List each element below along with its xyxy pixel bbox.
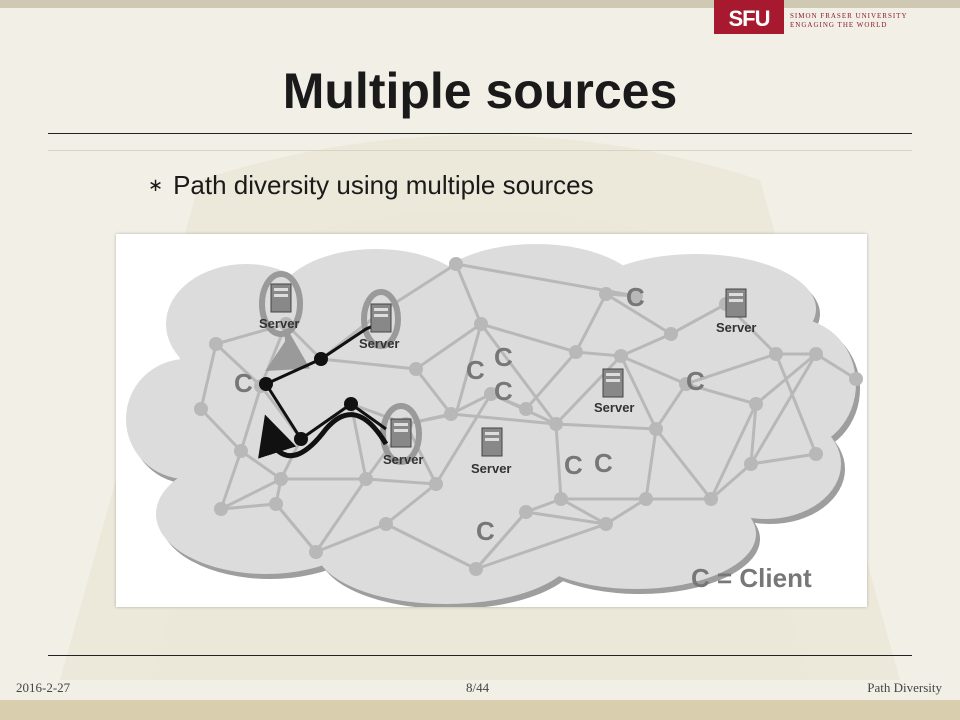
cloud — [126, 244, 860, 607]
server-icon: Server — [259, 283, 299, 331]
server-icon: Server — [594, 368, 634, 415]
legend-text: C = Client — [691, 563, 812, 593]
title-rule-light — [48, 150, 912, 151]
slide-title: Multiple sources — [282, 63, 678, 119]
footer-page-number: 8/44 — [466, 680, 490, 695]
client-label: C — [564, 450, 583, 480]
client-label: C — [494, 376, 513, 406]
client-label: C — [476, 516, 495, 546]
bullet-item: ∗ Path diversity using multiple sources — [148, 170, 594, 201]
footer-topic: Path Diversity — [867, 680, 942, 695]
client-label: C — [234, 368, 253, 398]
server-nodes: Server Server Server Server Server — [259, 283, 756, 476]
server-icon: Server — [383, 418, 423, 467]
server-icon: Server — [716, 288, 756, 335]
server-label: Server — [716, 320, 756, 335]
server-label: Server — [359, 336, 399, 351]
server-icon: Server — [359, 303, 399, 351]
network-diagram: Server Server Server Server Server — [126, 244, 863, 607]
title-rule — [48, 133, 912, 134]
bottom-bar — [0, 700, 960, 720]
client-label: C — [466, 355, 485, 385]
client-label: C — [686, 366, 705, 396]
top-bar — [0, 0, 960, 8]
server-label: Server — [259, 316, 299, 331]
server-label: Server — [594, 400, 634, 415]
client-label: C — [626, 282, 645, 312]
footer-date: 2016-2-27 — [16, 680, 71, 695]
footer-rule — [48, 655, 912, 656]
sfu-logo-subtitle: SIMON FRASER UNIVERSITY ENGAGING THE WOR… — [790, 12, 908, 29]
server-icon: Server — [471, 427, 511, 476]
bullet-text: Path diversity using multiple sources — [173, 170, 594, 200]
network-figure: Server Server Server Server Server — [116, 234, 867, 607]
sfu-logo: SFU — [714, 0, 784, 34]
bullet-star-icon: ∗ — [148, 175, 164, 195]
client-label: C — [494, 342, 513, 372]
client-label: C — [594, 448, 613, 478]
client-labels: C C C C C C C C C — [234, 282, 705, 546]
server-label: Server — [471, 461, 511, 476]
server-label: Server — [383, 452, 423, 467]
